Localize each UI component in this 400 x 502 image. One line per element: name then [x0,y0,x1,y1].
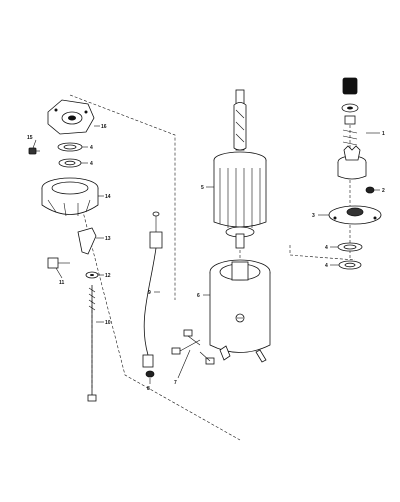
washer-right-upper [337,242,363,252]
callout-4c: 4 [325,245,328,251]
callout-13: 13 [105,236,111,242]
screw-part-15 [28,147,40,155]
guide-line-left-mid [79,199,241,441]
lead-wire-part-9 [142,211,163,368]
callout-8: 8 [147,386,150,392]
callout-6: 6 [197,293,200,299]
callout-14: 14 [105,194,111,200]
bolt-part-11 [47,257,70,269]
callout-labels: 1 2 3 4 4 4 4 5 6 7 8 9 10 11 12 13 14 1… [27,124,385,392]
callout-12: 12 [105,273,111,279]
callout-7: 7 [174,380,177,386]
callout-4a: 4 [90,145,93,151]
field-frame-housing [209,259,271,363]
guide-line-right-bottom [289,245,356,261]
callout-4b: 4 [90,161,93,167]
end-cap-plate [47,99,95,135]
washer-left-upper [57,142,83,152]
brush-lever-part-13 [77,227,97,255]
washer-right-lower [338,260,362,270]
brush-holder-ring [41,177,99,217]
nut-part-2 [365,186,375,194]
drive-end-head-part-3 [328,205,382,225]
guide-line-left-top [69,94,176,300]
callout-3: 3 [312,213,315,219]
callout-4d: 4 [325,263,328,269]
nut-part-12 [85,271,99,279]
callout-11: 11 [59,280,65,286]
callout-15: 15 [27,135,33,141]
drive-assembly-part-1 [337,77,367,180]
callout-1: 1 [382,131,385,137]
washer-left-lower [58,158,82,168]
callout-10: 10 [105,320,111,326]
callout-16: 16 [101,124,107,130]
through-bolt-part-10 [87,285,97,402]
nut-part-8 [145,370,155,378]
callout-5: 5 [201,185,204,191]
callout-2: 2 [382,188,385,194]
leader-lines [32,125,380,384]
armature-part-5 [213,89,267,249]
brush-set-part-7 [171,329,215,365]
callout-9: 9 [148,290,151,296]
